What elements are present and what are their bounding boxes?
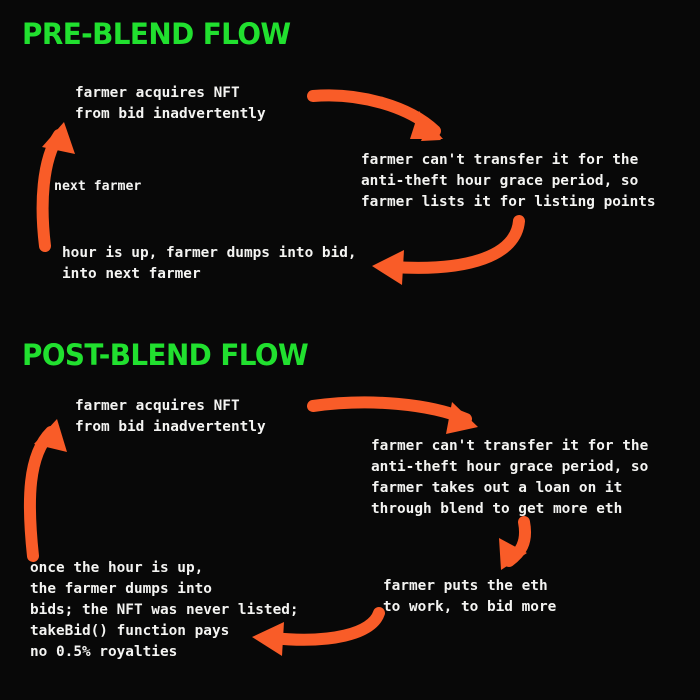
label-next-farmer-pre: next farmer	[54, 179, 142, 194]
note-cannot-transfer-loan-post: farmer can't transfer it for the anti-th…	[371, 438, 649, 517]
section-heading-post-blend: POST-BLEND FLOW	[22, 338, 309, 372]
arrow-grace-to-dump-pre	[372, 215, 525, 285]
note-puts-eth-to-work-post: farmer puts the eth to work, to bid more	[383, 578, 557, 615]
note-farmer-acquires-nft-pre: farmer acquires NFT from bid inadvertent…	[75, 85, 266, 122]
note-once-hour-up-no-royalties-post: once the hour is up, the farmer dumps in…	[30, 560, 299, 660]
arrow-grace-to-eth-work-post	[499, 516, 531, 570]
note-farmer-acquires-nft-post: farmer acquires NFT from bid inadvertent…	[75, 398, 266, 435]
section-heading-pre-blend: PRE-BLEND FLOW	[22, 17, 291, 51]
note-hour-is-up-dumps-pre: hour is up, farmer dumps into bid, into …	[62, 245, 357, 282]
note-cannot-transfer-lists-pre: farmer can't transfer it for the anti-th…	[361, 152, 656, 210]
arrow-acquire-to-grace-post	[307, 396, 478, 434]
arrow-acquire-to-grace-pre	[307, 89, 443, 141]
arrow-dump-to-next-farmer-post	[23, 419, 67, 562]
